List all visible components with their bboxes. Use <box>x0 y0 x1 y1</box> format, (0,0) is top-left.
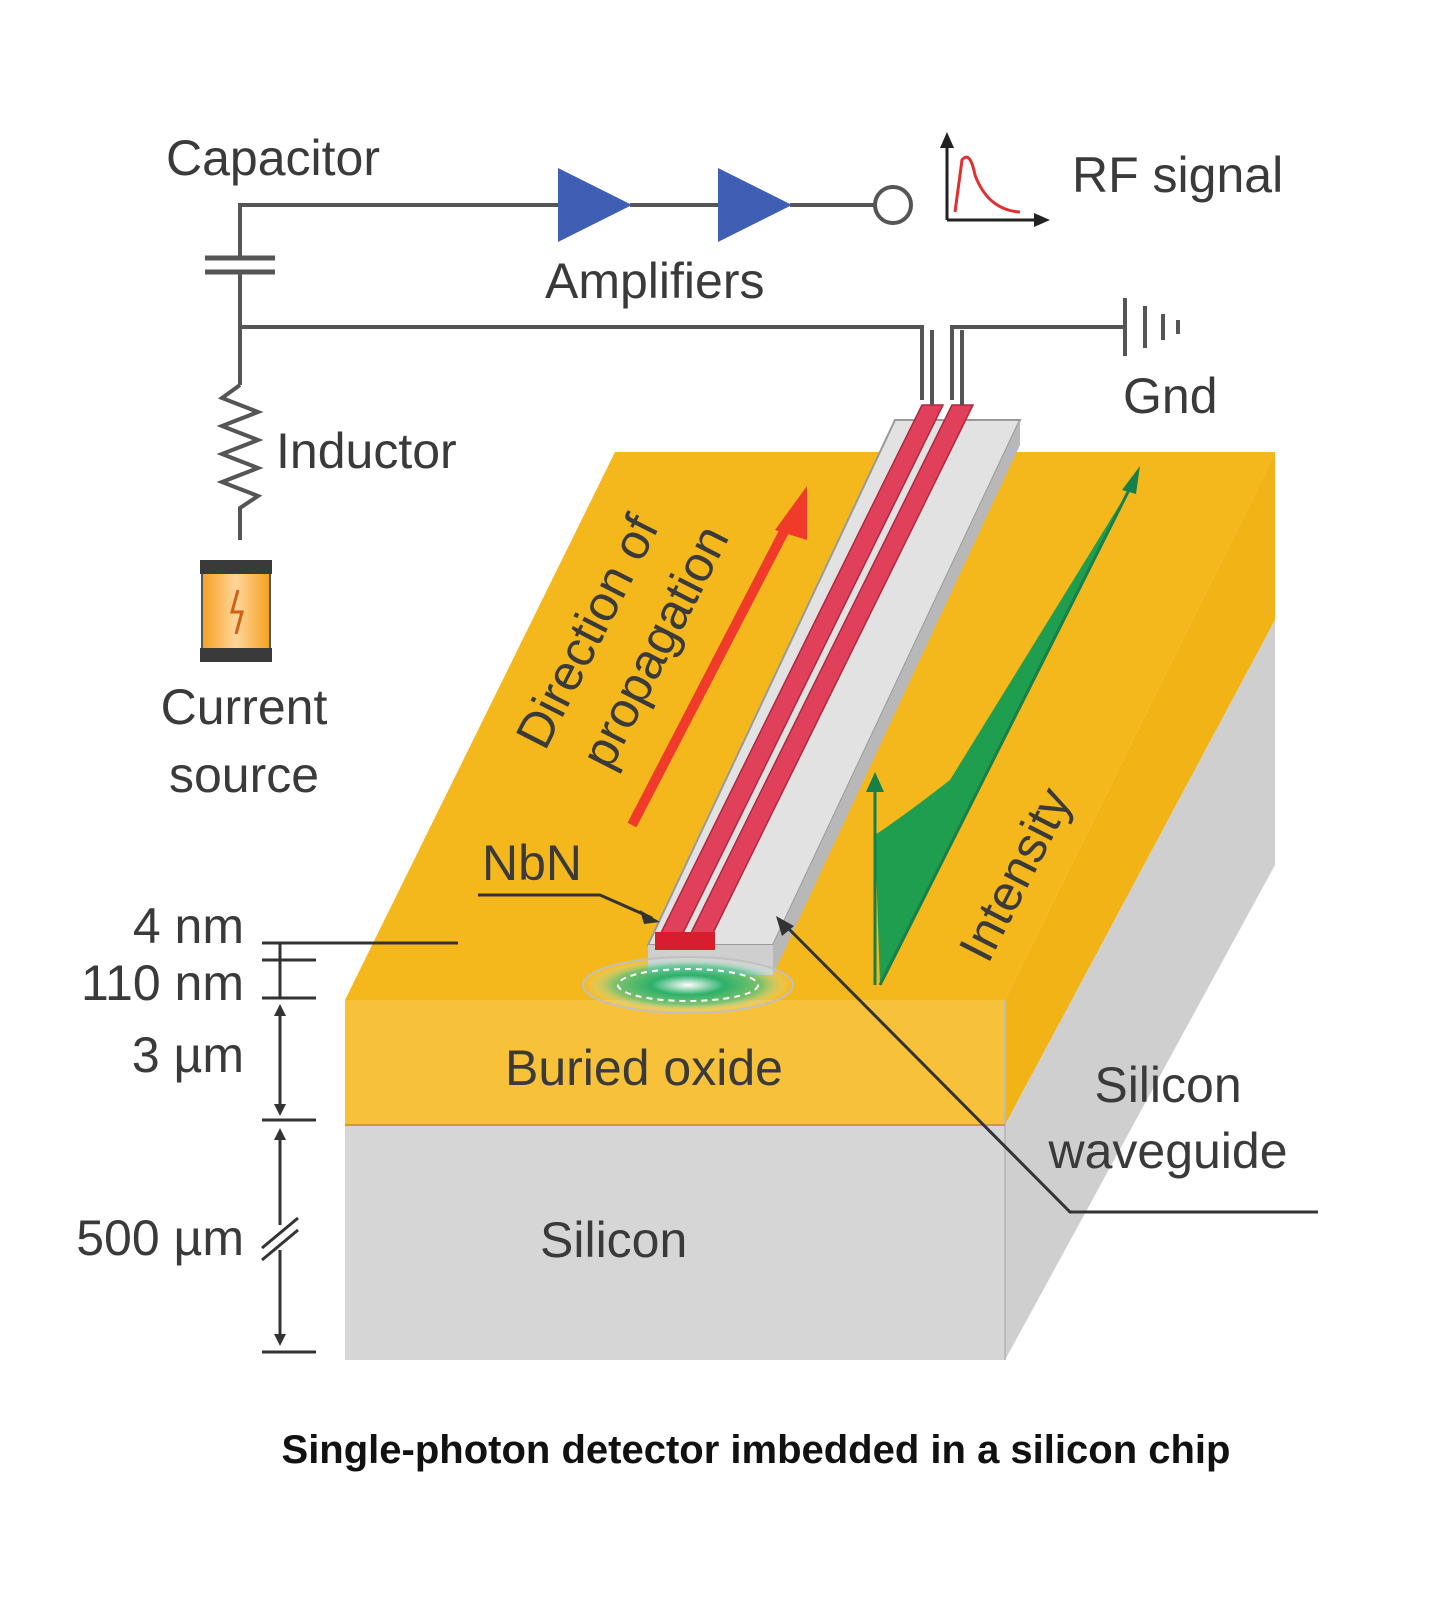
readout-circuit <box>200 132 1180 662</box>
waveguide-side <box>773 420 1020 975</box>
propagation-arrow <box>627 486 807 828</box>
amplifier-1 <box>558 168 632 242</box>
gnd-label: Gnd <box>1123 368 1218 424</box>
rf-signal-icon <box>940 132 1050 227</box>
dimension-110nm: 110 nm <box>81 955 244 1011</box>
oxide-front-face <box>345 1000 1005 1125</box>
silicon-right-face <box>1005 620 1275 1360</box>
buried-oxide-label: Buried oxide <box>505 1040 783 1096</box>
current-source-symbol <box>200 560 272 662</box>
nbn-nanowires <box>655 330 975 950</box>
intensity-profile <box>866 466 1140 986</box>
nbn-end-block <box>655 932 715 950</box>
dimension-4nm: 4 nm <box>133 898 244 954</box>
figure-caption: Single-photon detector imbedded in a sil… <box>282 1428 1231 1472</box>
dimension-500um: 500 µm <box>76 1210 244 1266</box>
nbn-label: NbN <box>482 835 582 891</box>
chip-block <box>345 452 1275 1360</box>
amplifiers-label: Amplifiers <box>545 253 764 309</box>
dimension-3um: 3 µm <box>132 1027 244 1083</box>
output-terminal <box>873 185 913 225</box>
rf-signal-label: RF signal <box>1072 147 1283 203</box>
optical-mode <box>582 956 794 1014</box>
capacitor-label: Capacitor <box>166 130 380 186</box>
silicon-waveguide-label-line2: waveguide <box>1047 1123 1287 1179</box>
silicon-waveguide-label-line1: Silicon <box>1094 1057 1241 1113</box>
current-source-label-line2: source <box>169 747 319 803</box>
current-source-label-line1: Current <box>161 679 328 735</box>
silicon-label: Silicon <box>540 1212 687 1268</box>
amplifier-2 <box>718 168 792 242</box>
silicon-front-face <box>345 1125 1005 1360</box>
inductor-label: Inductor <box>276 423 457 479</box>
chip-right-face <box>1005 452 1275 1125</box>
dimension-markers <box>261 941 458 1354</box>
inductor-symbol <box>216 383 264 540</box>
ground-symbol <box>1123 298 1180 356</box>
